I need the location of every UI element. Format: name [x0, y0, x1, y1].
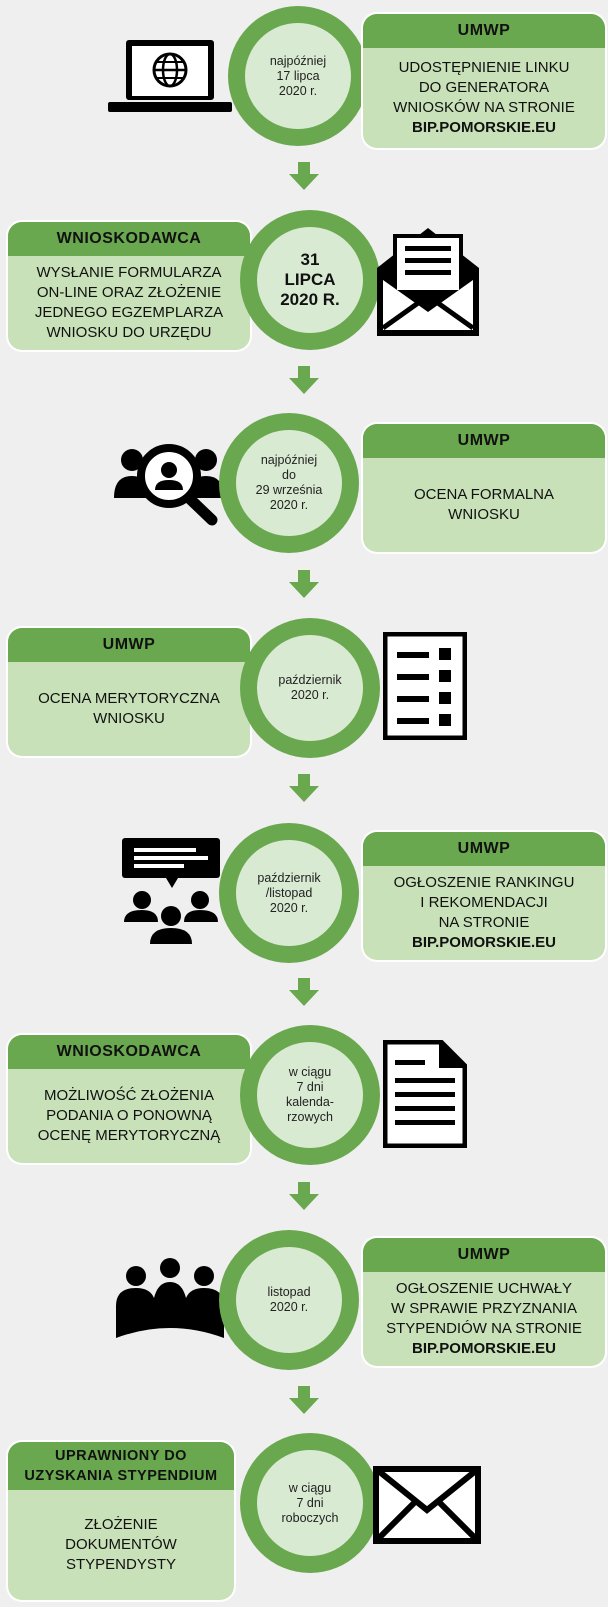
- down-arrow-icon: [289, 162, 319, 190]
- actor-label: UMWP: [363, 1238, 605, 1272]
- step-description: OCENA FORMALNA WNIOSKU: [413, 486, 555, 523]
- actor-label: UMWP: [8, 628, 250, 662]
- step-description: UDOSTĘPNIENIE LINKU DO GENERATORA WNIOSK…: [393, 59, 575, 136]
- date-circle: październik /listopad 2020 r.: [219, 823, 359, 963]
- date-label: najpóźniej 17 lipca 2020 r.: [245, 23, 351, 129]
- down-arrow-icon: [289, 774, 319, 802]
- meeting-icon: [116, 1258, 224, 1338]
- date-circle: najpóźniej 17 lipca 2020 r.: [228, 6, 368, 146]
- step-description: OGŁOSZENIE RANKINGU I REKOMENDACJI NA ST…: [393, 874, 575, 951]
- down-arrow-icon: [289, 1386, 319, 1414]
- date-circle: najpóźniej do 29 września 2020 r.: [219, 413, 359, 553]
- date-label: listopad 2020 r.: [236, 1247, 342, 1353]
- date-circle: w ciągu 7 dni roboczych: [240, 1433, 380, 1573]
- step-card: UMWP OGŁOSZENIE UCHWAŁY W SPRAWIE PRZYZN…: [363, 1238, 605, 1366]
- actor-label: WNIOSKODAWCA: [8, 1035, 250, 1069]
- step-description: OGŁOSZENIE UCHWAŁY W SPRAWIE PRZYZNANIA …: [386, 1280, 582, 1357]
- announcement-group-icon: [122, 838, 220, 944]
- step-description: MOŻLIWOŚĆ ZŁOŻENIA PODANIA O PONOWNĄ OCE…: [37, 1087, 221, 1144]
- step-card: UMWP OGŁOSZENIE RANKINGU I REKOMENDACJI …: [363, 832, 605, 960]
- checklist-icon: [383, 632, 467, 740]
- step-card: UMWP OCENA MERYTORYCZNA WNIOSKU: [8, 628, 250, 756]
- actor-label: UMWP: [363, 424, 605, 458]
- step-card: UMWP UDOSTĘPNIENIE LINKU DO GENERATORA W…: [363, 14, 605, 148]
- date-label: 31 LIPCA 2020 R.: [257, 227, 363, 333]
- date-circle: 31 LIPCA 2020 R.: [240, 210, 380, 350]
- date-circle: listopad 2020 r.: [219, 1230, 359, 1370]
- step-description: OCENA MERYTORYCZNA WNIOSKU: [38, 690, 220, 727]
- open-envelope-icon: [377, 228, 479, 336]
- date-label: w ciągu 7 dni roboczych: [257, 1450, 363, 1556]
- actor-label: UMWP: [363, 832, 605, 866]
- down-arrow-icon: [289, 570, 319, 598]
- actor-label: WNIOSKODAWCA: [8, 222, 250, 256]
- step-card: UPRAWNIONY DO UZYSKANIA STYPENDIUM ZŁOŻE…: [8, 1442, 234, 1600]
- step-card: WNIOSKODAWCA WYSŁANIE FORMULARZA ON-LINE…: [8, 222, 250, 350]
- date-label: październik /listopad 2020 r.: [236, 840, 342, 946]
- step-description: WYSŁANIE FORMULARZA ON-LINE ORAZ ZŁOŻENI…: [34, 264, 224, 341]
- date-circle: październik 2020 r.: [240, 618, 380, 758]
- step-card: UMWP OCENA FORMALNA WNIOSKU: [363, 424, 605, 552]
- down-arrow-icon: [289, 978, 319, 1006]
- laptop-globe-icon: [108, 40, 232, 112]
- document-icon: [383, 1040, 467, 1148]
- step-card: WNIOSKODAWCA MOŻLIWOŚĆ ZŁOŻENIA PODANIA …: [8, 1035, 250, 1163]
- date-circle: w ciągu 7 dni kalenda- rzowych: [240, 1025, 380, 1165]
- date-label: październik 2020 r.: [257, 635, 363, 741]
- date-label: w ciągu 7 dni kalenda- rzowych: [257, 1042, 363, 1148]
- actor-label: UPRAWNIONY DO UZYSKANIA STYPENDIUM: [8, 1442, 234, 1490]
- date-label: najpóźniej do 29 września 2020 r.: [236, 430, 342, 536]
- step-description: ZŁOŻENIE DOKUMENTÓW STYPENDYSTY: [65, 1516, 177, 1573]
- down-arrow-icon: [289, 366, 319, 394]
- magnifier-people-icon: [114, 444, 224, 526]
- actor-label: UMWP: [363, 14, 605, 48]
- down-arrow-icon: [289, 1182, 319, 1210]
- envelope-icon: [373, 1466, 481, 1544]
